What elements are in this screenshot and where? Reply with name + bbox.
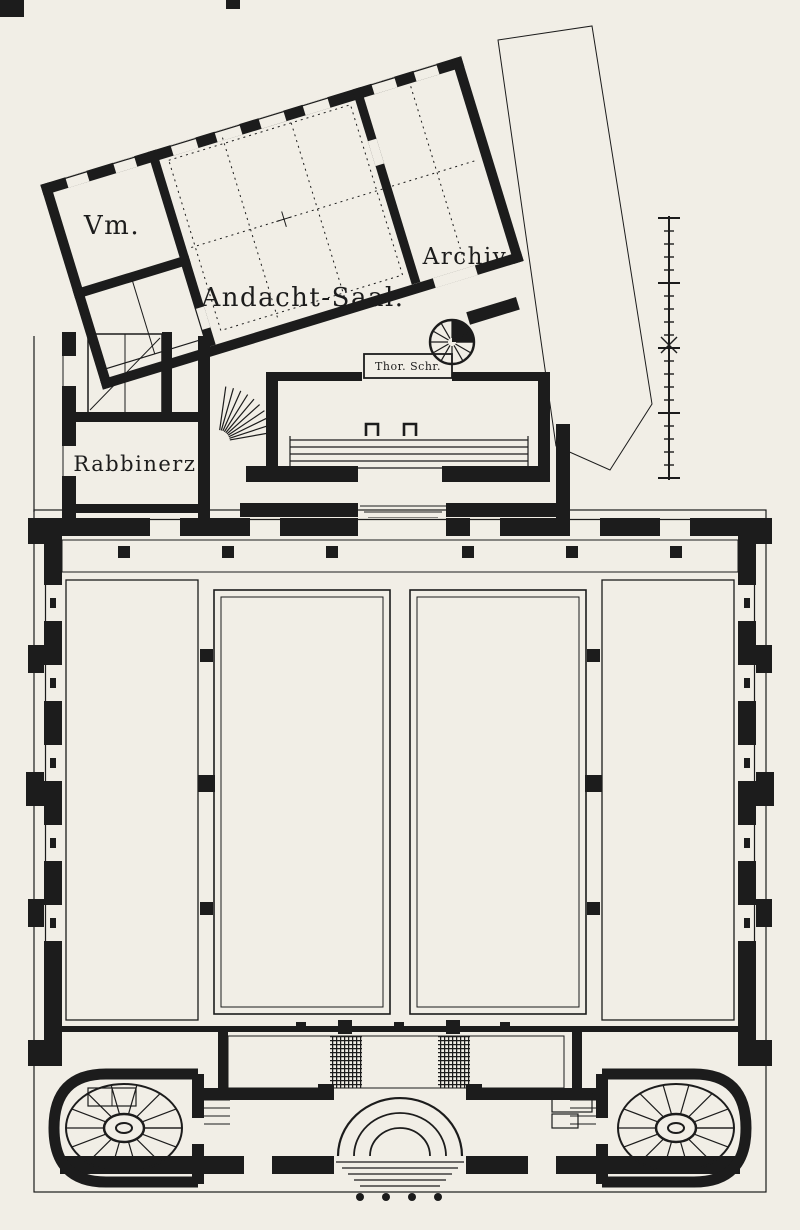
wall-stub <box>466 297 520 325</box>
bench-bank-center-left <box>213 589 391 1015</box>
south-colonnade <box>62 1020 738 1034</box>
rail-left <box>364 422 380 436</box>
label-thora-shrine: Thor. Schr. <box>375 360 441 373</box>
hall-top-windows <box>44 518 756 536</box>
vault-dashed-lines <box>168 80 479 332</box>
stair-tower-left <box>48 1068 204 1188</box>
bench-bank-right <box>601 579 735 1021</box>
stair-tower-right <box>596 1068 752 1188</box>
center-mark <box>276 211 292 227</box>
wing-windows <box>40 56 462 188</box>
entrance-portal <box>336 1096 464 1201</box>
aisle-columns <box>198 649 602 915</box>
room-label-vm: Vm. <box>83 211 140 241</box>
hall-side-windows <box>44 518 756 1066</box>
wing-stair <box>83 265 206 370</box>
room-label-archiv: Archiv. <box>422 244 514 270</box>
fan-stair <box>219 386 274 441</box>
bench-bank-left <box>65 579 199 1021</box>
room-label-andacht-saal: Andacht-Saal. <box>200 283 404 313</box>
fixture-boxes <box>87 1087 593 1129</box>
outer-boundary-line <box>33 509 767 1193</box>
portal-wall <box>196 1084 604 1100</box>
lobby-floor <box>218 1032 582 1090</box>
rail-right <box>402 422 418 436</box>
vestibule <box>48 1032 752 1201</box>
buttress-pilasters <box>26 518 774 1066</box>
main-hall <box>26 509 774 1193</box>
scale-bar <box>658 216 680 480</box>
thora-shrine-box <box>363 353 453 379</box>
bench-bank-center-right <box>409 589 587 1015</box>
room-label-rabbinerz: Rabbinerz. <box>73 452 204 476</box>
bottom-wall <box>60 1156 740 1174</box>
gallery-strip <box>61 539 739 573</box>
transition-walls <box>33 332 570 522</box>
